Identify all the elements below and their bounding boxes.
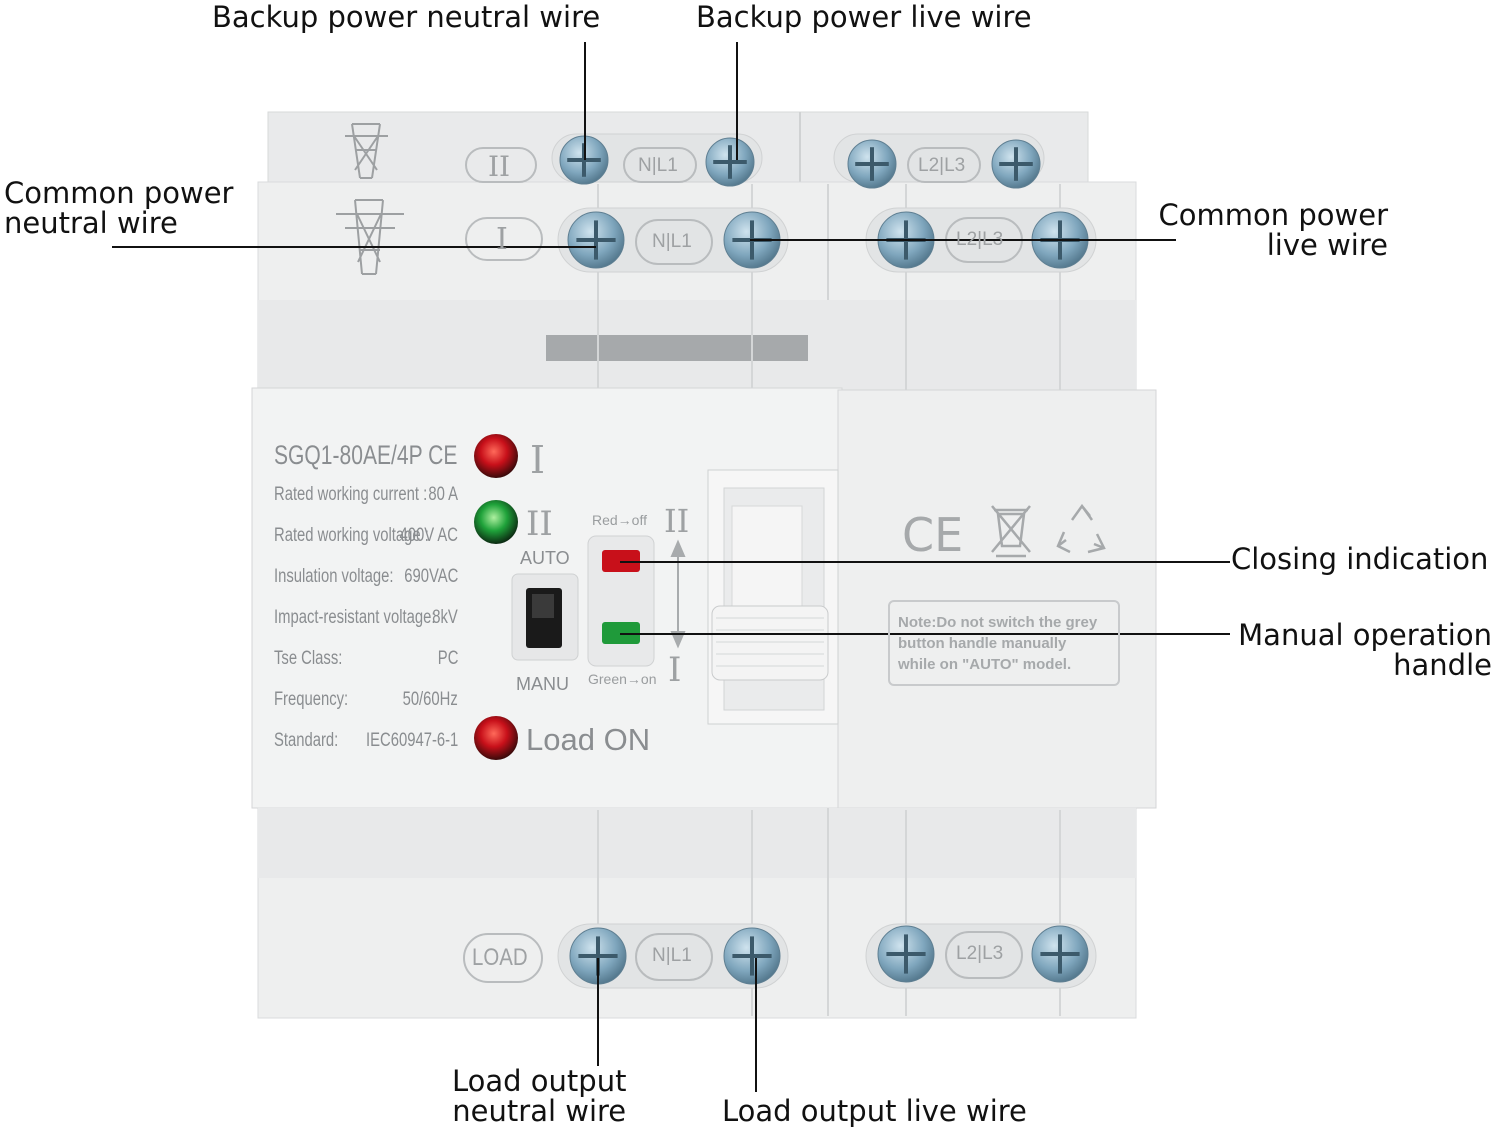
spec-label: Insulation voltage: (274, 566, 394, 587)
handle-position-two-label: II (664, 502, 690, 540)
leader-lines (112, 42, 1230, 1092)
model-number: SGQ1-80AE/4P CE (274, 440, 458, 470)
spec-value: 400V AC (399, 525, 459, 546)
callout-load-neutral: Load output neutral wire (452, 1064, 627, 1128)
weee-bin-icon (991, 505, 1031, 558)
terminal-label-backup-l2l3: L2|L3 (918, 155, 966, 176)
badge-backup-two: II (488, 150, 511, 183)
red-off-label: Red→off (592, 512, 647, 528)
spec-value: IEC60947-6-1 (365, 730, 458, 751)
terminal-label-load-nl1: N|L1 (652, 945, 692, 966)
spec-label: Rated working voltage : (274, 525, 429, 546)
terminal-screw-icon (569, 927, 627, 985)
terminal-screw-icon (723, 927, 781, 985)
terminal-screw-icon (877, 925, 935, 983)
recycle-icon (1056, 503, 1106, 554)
spec-label: Tse Class: (274, 648, 343, 669)
spec-label: Frequency: (274, 689, 349, 710)
badge-outline-load (463, 933, 543, 983)
terminal-label-backup-nl1: N|L1 (638, 155, 678, 176)
callout-load-live: Load output live wire (722, 1094, 1027, 1128)
badge-common-one: I (496, 222, 508, 257)
led-red-load-on (474, 716, 518, 760)
spec-label: Rated working current : (274, 484, 428, 505)
load-on-label: Load ON (526, 722, 651, 757)
ce-mark-small: CE (428, 440, 458, 470)
callout-closing-indication: Closing indication (1231, 542, 1489, 576)
callout-backup-neutral: Backup power neutral wire (212, 0, 601, 34)
power-pylon-icon (336, 199, 404, 275)
spec-value: 80 A (428, 484, 458, 505)
led-red-position-one (474, 434, 518, 478)
spec-value: PC (437, 648, 458, 669)
ce-mark: CE (902, 508, 964, 562)
led-two-position-label: II (526, 504, 553, 544)
spec-label: Impact-resistant voltage: (274, 607, 436, 628)
mode-auto-label: AUTO (520, 548, 570, 568)
badge-load: LOAD (472, 944, 528, 971)
terminal-screw-icon (991, 139, 1041, 189)
manual-operation-handle[interactable] (711, 605, 829, 681)
power-pylon-icon (345, 123, 388, 179)
callout-common-live: Common power live wire (1158, 198, 1388, 262)
led-green-position-two (474, 500, 518, 544)
led-one-position-label: I (530, 438, 546, 482)
spec-value: 8kV (432, 607, 458, 628)
terminal-screw-icon (847, 139, 897, 189)
terminal-label-load-l2l3: L2|L3 (956, 943, 1004, 964)
right-panel-body (837, 389, 1157, 809)
terminal-screw-icon (705, 137, 755, 187)
warning-note: Note:Do not switch the grey button handl… (888, 600, 1120, 686)
updown-arrow-icon (670, 539, 686, 649)
terminal-screw-icon (567, 211, 625, 269)
terminal-label-common-l2l3: L2|L3 (956, 229, 1004, 250)
spec-label: Standard: (274, 730, 339, 751)
spec-value: 50/60Hz (402, 689, 458, 710)
terminal-screw-icon (1031, 925, 1089, 983)
spec-value: 690VAC (403, 566, 458, 587)
green-on-label: Green→on (588, 671, 657, 687)
callout-common-neutral: Common power neutral wire (4, 176, 234, 240)
badge-outline-two (465, 147, 537, 183)
callout-backup-live: Backup power live wire (696, 0, 1032, 34)
mode-manu-label: MANU (516, 674, 569, 694)
callout-manual-handle: Manual operation handle (1238, 618, 1492, 682)
badge-outline-one (465, 217, 543, 261)
handle-position-one-label: I (668, 650, 682, 690)
terminal-label-common-nl1: N|L1 (652, 231, 692, 252)
label-strip (546, 335, 808, 361)
